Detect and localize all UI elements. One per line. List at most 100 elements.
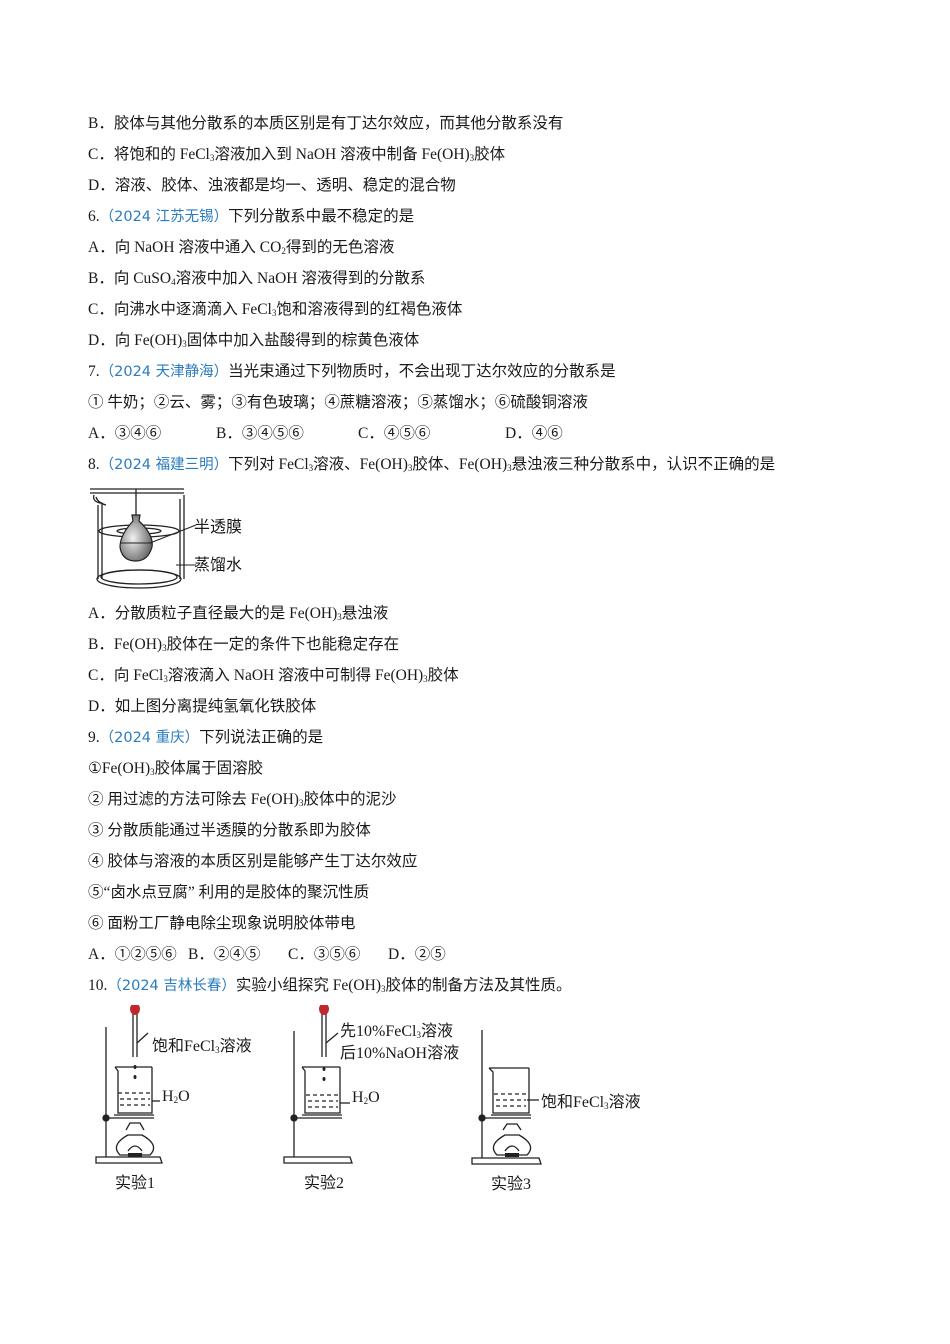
option-text: 溶液滴入 NaOH 溶液中可制得 Fe(OH) [167,667,424,684]
option-text: 向 CuSO [113,270,172,287]
source-tag: （2024 重庆） [99,730,200,746]
q9-statement-3: ③ 分散质能通过半透膜的分散系即为胶体 [88,822,371,839]
leader-lines-icon [149,524,197,566]
statement-text: 胶体中的泥沙 [303,791,397,808]
q6-stem: 6.（2024 江苏无锡）下列分散系中最不稳定的是 [88,206,414,228]
source-tag: （2024 吉林长春） [107,978,236,994]
q10-stem: 10.（2024 吉林长春）实验小组探究 Fe(OH)3胶体的制备方法及其性质。 [88,975,572,997]
label-text: 溶液 [420,1023,453,1040]
option-text: 溶液中加入 NaOH 溶液得到的分散系 [175,270,426,287]
label-text: 饱和FeCl [152,1038,216,1055]
exp1-caption: 实验1 [115,1175,156,1192]
question-stem: 下列对 FeCl [228,456,309,473]
q7-items: ① 牛奶；②云、雾；③有色玻璃；④蔗糖溶液；⑤蒸馏水；⑥硫酸铜溶液 [88,394,588,411]
subscript: 3 [298,798,304,808]
option-d: D．②⑤ [388,946,446,963]
q9-statement-2: ② 用过滤的方法可除去 Fe(OH)3胶体中的泥沙 [88,789,396,811]
subscript: 3 [469,153,475,163]
question-stem: 悬浊液三种分散系中，认识不正确的是 [511,456,776,473]
q5-option-d: D．溶液、胶体、浊液都是均一、透明、稳定的混合物 [88,175,456,197]
question-number: 8. [88,456,100,473]
option-label: A． [88,605,115,622]
option-label: B． [88,636,114,653]
statement-text: ② 用过滤的方法可除去 Fe(OH) [88,791,299,808]
option-b: B．②④⑤ [188,946,261,963]
q9-stem: 9.（2024 重庆）下列说法正确的是 [88,727,323,749]
option-text: 得到的无色溶液 [285,239,395,256]
exp2-caption: 实验2 [304,1175,345,1192]
exp2-beaker-label: H2O [352,1089,380,1107]
q8-option-a: A．分散质粒子直径最大的是 Fe(OH)3悬浊液 [88,603,388,625]
q9-statement-4: ④ 胶体与溶液的本质区别是能够产生丁达尔效应 [88,853,418,870]
label-text: 饱和FeCl [541,1094,605,1111]
q9-statement-1: ①Fe(OH)3胶体属于固溶胶 [88,758,263,780]
option-text: 将饱和的 FeCl [113,146,210,163]
exp3-beaker-label: 饱和FeCl3溶液 [541,1088,641,1112]
q8-option-b: B．Fe(OH)3胶体在一定的条件下也能稳定存在 [88,634,399,656]
exp1-dropper-label: 饱和FeCl3溶液 [152,1032,252,1056]
statement-text: ①Fe(OH) [88,760,151,777]
option-a: A．①②⑤⑥ [88,946,177,963]
option-text: 向 FeCl [113,667,164,684]
beaker-on-stand-icon [283,1003,353,1164]
q5-option-b: B．胶体与其他分散系的本质区别是有丁达尔效应，而其他分散系没有 [88,113,563,135]
exp2-label-line1: 先10%FeCl3溶液 [340,1017,453,1041]
option-text: 胶体与其他分散系的本质区别是有丁达尔效应，而其他分散系没有 [113,115,564,132]
subscript: 4 [171,277,176,287]
label-text: 溶液 [219,1038,252,1055]
label-text: O [178,1088,190,1105]
question-number: 6. [88,208,100,225]
option-c: C．③⑤⑥ [288,946,361,963]
source-tag: （2024 天津静海） [99,364,229,380]
option-text: 向 Fe(OH) [114,332,183,349]
option-label: C． [88,301,114,318]
option-b: B．③④⑤⑥ [216,425,304,442]
subscript: 3 [271,308,277,318]
option-text: 向沸水中逐滴滴入 FeCl [113,301,272,318]
exp1-beaker-label: H2O [162,1088,190,1106]
option-text: Fe(OH) [113,636,163,653]
question-stem: 下列说法正确的是 [199,729,324,746]
heating-apparatus-icon [95,1003,163,1164]
experiment-2-figure: 先10%FeCl3溶液 后10%NaOH溶液 H2O 实验2 [280,1003,480,1200]
subscript: 3 [380,984,386,994]
subscript: 3 [215,1045,220,1055]
option-text: 溶液、胶体、浊液都是均一、透明、稳定的混合物 [114,177,456,194]
question-number: 10. [88,977,108,994]
q9-statement-6: ⑥ 面粉工厂静电除尘现象说明胶体带电 [88,915,356,932]
beaker-with-membrane-icon [90,488,185,589]
label-text: O [368,1089,380,1106]
option-label: D． [88,332,115,349]
q9-options: A．①②⑤⑥ B．②④⑤ C．③⑤⑥ D．②⑤ [88,944,588,966]
option-label: B． [88,115,114,132]
option-label: C． [88,667,114,684]
option-text: 溶液加入到 NaOH 溶液中制备 Fe(OH) [214,146,470,163]
q6-option-d: D．向 Fe(OH)3固体中加入盐酸得到的棕黄色液体 [88,330,419,352]
label-text: 溶液 [608,1094,641,1111]
option-d: D．④⑥ [505,425,563,442]
subscript: 3 [407,463,413,473]
q7-options: A．③④⑥ B．③④⑤⑥ C．④⑤⑥ D．④⑥ [88,423,788,445]
subscript: 3 [337,612,342,622]
subscript: 3 [182,339,187,349]
water-label: 蒸馏水 [194,557,243,574]
option-label: B． [88,270,114,287]
subscript: 2 [363,1096,369,1106]
subscript: 3 [604,1101,609,1111]
label-text: H [162,1088,174,1105]
subscript: 2 [281,246,286,256]
question-stem: 溶液、Fe(OH) [313,456,408,473]
option-text: 饱和溶液得到的红褐色液体 [276,301,463,318]
experiment-3-figure: 饱和FeCl3溶液 实验3 [465,1020,665,1200]
subscript: 3 [423,674,428,684]
option-text: 固体中加入盐酸得到的棕黄色液体 [186,332,420,349]
option-text: 向 NaOH 溶液中通入 CO [114,239,282,256]
label-text: 先10%FeCl [340,1023,417,1040]
subscript: 2 [173,1095,179,1105]
subscript: 3 [209,153,215,163]
option-text: 胶体 [474,146,506,163]
subscript: 3 [416,1030,421,1040]
subscript: 3 [507,463,512,473]
option-c: C．④⑤⑥ [358,425,431,442]
q6-option-b: B．向 CuSO4溶液中加入 NaOH 溶液得到的分散系 [88,268,425,290]
